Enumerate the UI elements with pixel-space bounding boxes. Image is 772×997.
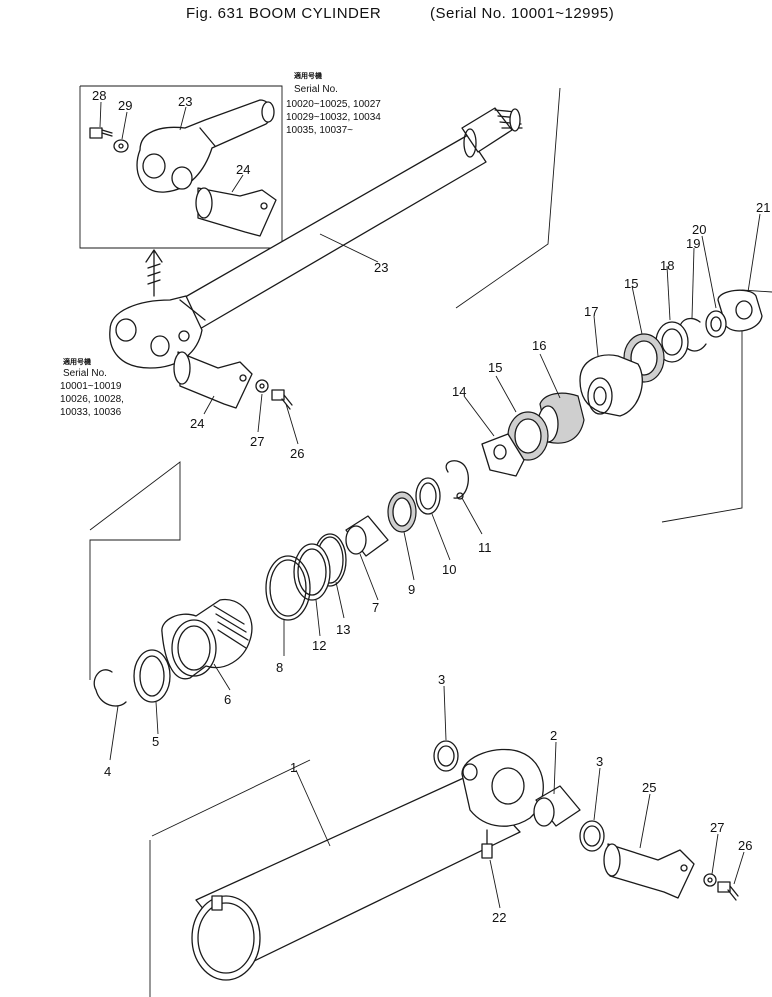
part-label-23: 23 bbox=[374, 260, 388, 275]
washer-29 bbox=[113, 139, 129, 153]
washer-27-lower bbox=[703, 873, 717, 887]
part-label-3-upper: 3 bbox=[438, 672, 445, 687]
part-labels: 28 29 23 24 23 24 27 26 21 20 19 18 15 1… bbox=[92, 88, 770, 925]
bolt-26-lower bbox=[717, 881, 739, 901]
part-label-8: 8 bbox=[276, 660, 283, 675]
note-top-line-1: 10020~10025, 10027 bbox=[286, 99, 381, 110]
tube-frame-top bbox=[151, 759, 311, 837]
part-label-12: 12 bbox=[312, 638, 326, 653]
note-top-line-2: 10029~10032, 10034 bbox=[286, 112, 381, 123]
note-bottom-line-1: 10001~10019 bbox=[60, 381, 122, 392]
part-label-27-lower: 27 bbox=[710, 820, 724, 835]
note-bottom-line-2: 10026, 10028, bbox=[60, 394, 124, 405]
note-bottom-jp: 適用号機 bbox=[63, 357, 91, 366]
part-label-13: 13 bbox=[336, 622, 350, 637]
bushing-2 bbox=[533, 785, 581, 827]
grease-fitting-22 bbox=[481, 829, 493, 859]
washer-27 bbox=[255, 379, 269, 393]
part-label-6: 6 bbox=[224, 692, 231, 707]
part-label-17: 17 bbox=[584, 304, 598, 319]
part-label-15-right: 15 bbox=[624, 276, 638, 291]
part-label-2: 2 bbox=[550, 728, 557, 743]
part-label-25: 25 bbox=[642, 780, 656, 795]
note-top-line-3: 10035, 10037~ bbox=[286, 125, 353, 136]
rod-clevis-inset bbox=[136, 99, 275, 193]
note-top-jp: 適用号機 bbox=[294, 71, 322, 80]
ring-20 bbox=[705, 310, 727, 338]
part-label-9: 9 bbox=[408, 582, 415, 597]
part-label-26-lower: 26 bbox=[738, 838, 752, 853]
part-label-24-inset: 24 bbox=[236, 162, 250, 177]
piston-frame-line bbox=[661, 289, 772, 523]
part-label-21: 21 bbox=[756, 200, 770, 215]
part-label-7: 7 bbox=[372, 600, 379, 615]
piston-17 bbox=[579, 354, 643, 417]
snap-ring-4 bbox=[93, 669, 127, 707]
nut-21 bbox=[717, 289, 763, 332]
part-label-1: 1 bbox=[290, 760, 297, 775]
serial-note-bottom: 適用号機 Serial No. 10001~10019 10026, 10028… bbox=[60, 357, 124, 418]
part-label-20: 20 bbox=[692, 222, 706, 237]
part-label-14: 14 bbox=[452, 384, 466, 399]
part-label-29: 29 bbox=[118, 98, 132, 113]
backup-ring-12 bbox=[293, 543, 331, 601]
part-label-28: 28 bbox=[92, 88, 106, 103]
plate-14 bbox=[481, 433, 525, 477]
serial-range: (Serial No. 10001~12995) bbox=[430, 5, 614, 22]
head-frame-line bbox=[89, 461, 181, 680]
part-label-5: 5 bbox=[152, 734, 159, 749]
part-label-24: 24 bbox=[190, 416, 204, 431]
part-label-22: 22 bbox=[492, 910, 506, 925]
pin-25 bbox=[603, 843, 695, 899]
part-label-23-inset: 23 bbox=[178, 94, 192, 109]
bolt-28 bbox=[89, 127, 113, 139]
note-top-heading: Serial No. bbox=[294, 84, 338, 95]
bolt-26 bbox=[271, 389, 293, 410]
part-label-26: 26 bbox=[290, 446, 304, 461]
part-label-27: 27 bbox=[250, 434, 264, 449]
part-label-10: 10 bbox=[442, 562, 456, 577]
snap-ring-11 bbox=[445, 460, 469, 499]
cylinder-head-6 bbox=[161, 598, 253, 680]
pin-24 bbox=[173, 351, 253, 409]
figure-title: Fig. 631 BOOM CYLINDER bbox=[186, 5, 381, 22]
bushing-7 bbox=[345, 515, 389, 557]
part-label-11: 11 bbox=[478, 540, 492, 555]
inset-arrow bbox=[145, 249, 163, 297]
inset-box bbox=[79, 85, 283, 249]
piston-rod-23 bbox=[109, 87, 561, 369]
o-ring-8 bbox=[265, 555, 311, 621]
part-label-16: 16 bbox=[532, 338, 546, 353]
part-label-3-lower: 3 bbox=[596, 754, 603, 769]
part-label-18: 18 bbox=[660, 258, 674, 273]
note-bottom-heading: Serial No. bbox=[63, 368, 107, 379]
part-label-19: 19 bbox=[686, 236, 700, 251]
pin-24-inset bbox=[195, 187, 277, 237]
note-bottom-line-3: 10033, 10036 bbox=[60, 407, 122, 418]
cylinder-tube-1 bbox=[191, 748, 544, 981]
part-label-15-left: 15 bbox=[488, 360, 502, 375]
serial-note-top: 適用号機 Serial No. 10020~10025, 10027 10029… bbox=[286, 71, 381, 136]
part-label-4: 4 bbox=[104, 764, 111, 779]
leader-lines bbox=[109, 213, 761, 909]
